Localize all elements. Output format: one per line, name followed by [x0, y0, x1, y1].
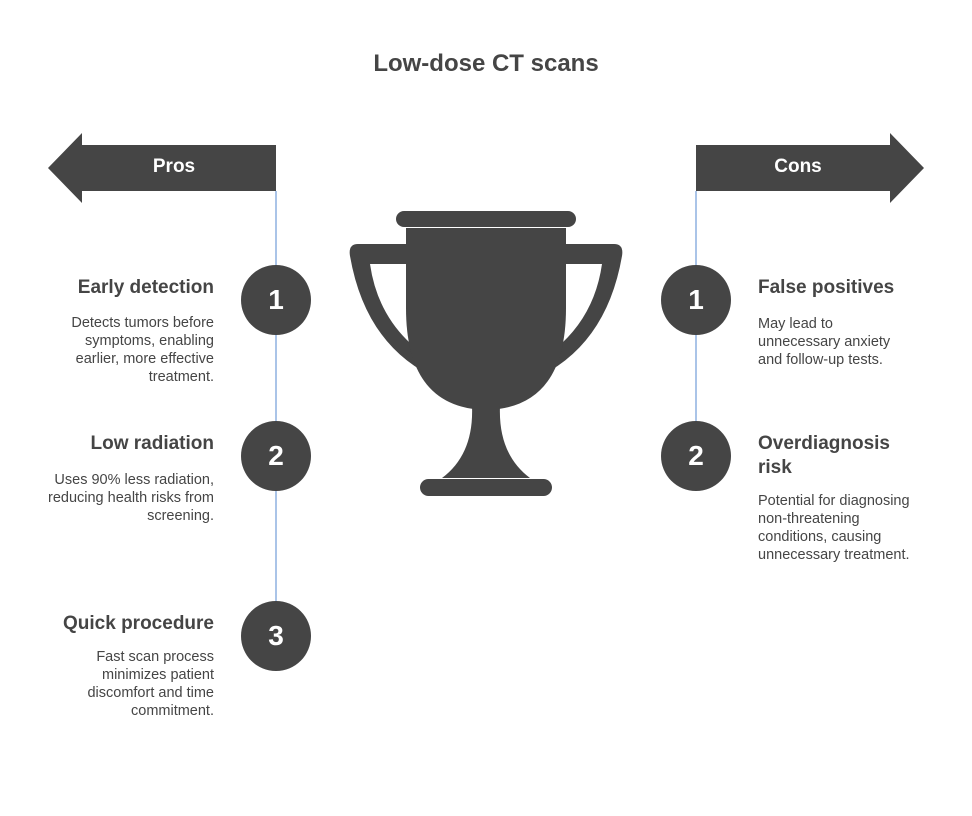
cons-heading-2: Overdiagnosis risk: [758, 433, 890, 478]
page-title: Low-dose CT scans: [373, 50, 599, 77]
cons-number-2: 2: [661, 421, 731, 491]
cons-desc-1: May lead to unnecessary anxiety and foll…: [758, 316, 891, 368]
cons-number-1: 1: [661, 265, 731, 335]
pros-heading-1: Early detection: [77, 277, 214, 298]
cons-label: Cons: [774, 156, 822, 177]
pros-label: Pros: [152, 156, 196, 177]
pros-connector-line: [275, 191, 277, 636]
pros-number-1: 1: [241, 265, 311, 335]
cons-arrow: [696, 133, 924, 203]
pros-desc-2: Uses 90% less radiation, reducing health…: [47, 472, 214, 524]
pros-heading-2: Low radiation: [90, 433, 215, 454]
pros-heading-3: Quick procedure: [63, 613, 214, 634]
pros-number-3: 3: [241, 601, 311, 671]
pros-desc-1: Detects tumors before symptoms, enabling…: [71, 315, 214, 385]
pros-desc-3: Fast scan process minimizes patient disc…: [87, 649, 214, 719]
trophy-icon: [349, 211, 623, 496]
pros-arrow: [48, 133, 276, 203]
cons-desc-2: Potential for diagnosing non-threatening…: [758, 493, 910, 563]
pros-number-2: 2: [241, 421, 311, 491]
cons-heading-1: False positives: [758, 277, 895, 298]
